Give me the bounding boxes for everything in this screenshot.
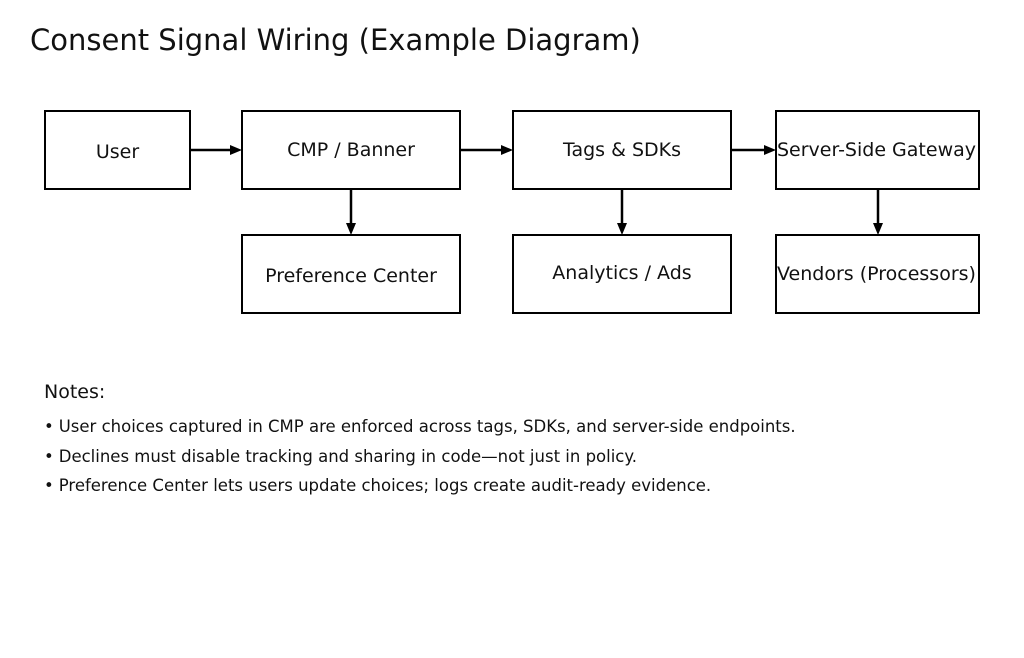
node-vendors-processors-label: Vendors (Processors) — [777, 263, 976, 285]
node-preference-center-label: Preference Center — [265, 265, 437, 287]
arrowhead-user-to-cmp — [230, 145, 242, 155]
node-analytics-ads: Analytics / Ads — [512, 234, 732, 314]
note-item: •Preference Center lets users update cho… — [44, 473, 796, 503]
arrowhead-tags-to-analytics — [617, 223, 627, 235]
node-server-side-gateway-label: Server-Side Gateway — [776, 139, 976, 161]
diagram-title: Consent Signal Wiring (Example Diagram) — [30, 23, 641, 57]
note-bullet: • — [44, 476, 54, 495]
node-preference-center: Preference Center — [241, 234, 461, 314]
arrowhead-tags-to-server — [764, 145, 776, 155]
note-text: Declines must disable tracking and shari… — [58, 446, 638, 466]
note-bullet: • — [44, 417, 54, 436]
note-text: User choices captured in CMP are enforce… — [58, 417, 796, 436]
node-tags-sdks-label: Tags & SDKs — [562, 139, 681, 161]
note-item: •Declines must disable tracking and shar… — [44, 444, 796, 474]
arrowhead-cmp-to-tags — [501, 145, 513, 155]
notes-list: •User choices captured in CMP are enforc… — [44, 414, 796, 503]
notes-heading: Notes: — [44, 381, 106, 403]
node-server-side-gateway: Server-Side Gateway — [775, 110, 980, 190]
node-cmp-banner: CMP / Banner — [241, 110, 461, 190]
note-bullet: • — [44, 446, 54, 466]
node-user: User — [44, 110, 191, 190]
node-vendors-processors: Vendors (Processors) — [775, 234, 980, 314]
node-tags-sdks: Tags & SDKs — [512, 110, 732, 190]
node-analytics-ads-label: Analytics / Ads — [552, 262, 692, 284]
node-user-label: User — [95, 141, 140, 163]
note-item: •User choices captured in CMP are enforc… — [44, 414, 796, 444]
arrowhead-server-to-vendors — [873, 223, 883, 235]
arrowhead-cmp-to-preference — [346, 223, 356, 235]
note-text: Preference Center lets users update choi… — [58, 476, 712, 495]
node-cmp-banner-label: CMP / Banner — [287, 139, 415, 161]
